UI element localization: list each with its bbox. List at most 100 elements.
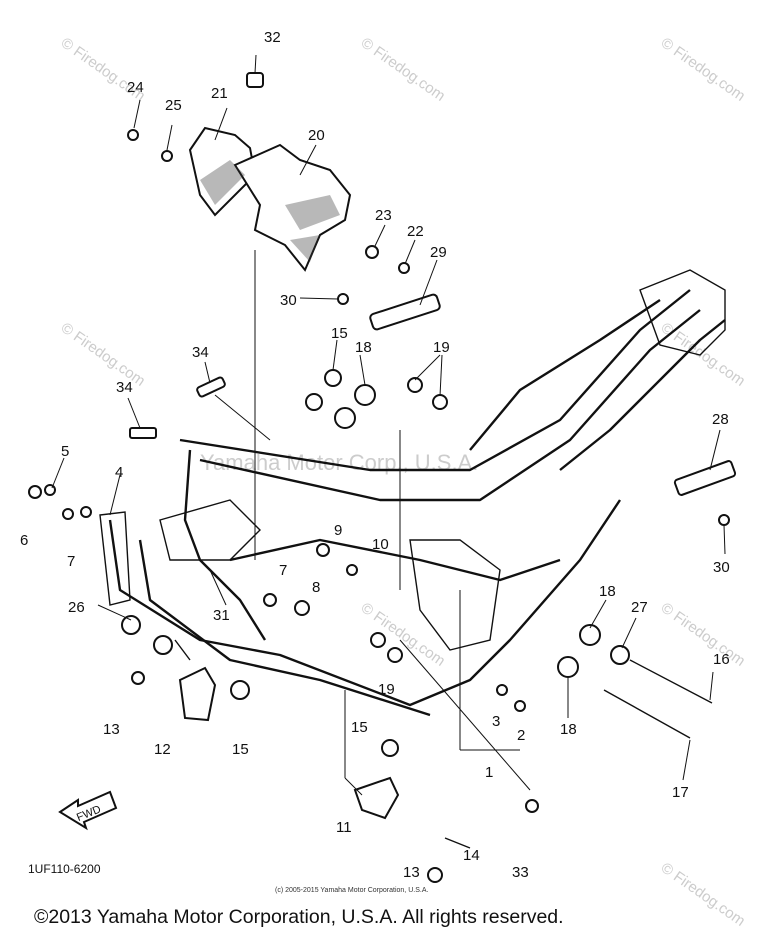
watermark: © Firedog.com: [658, 319, 749, 389]
damper-26b: [153, 635, 173, 655]
bolt-16: [629, 659, 713, 704]
frame-top-rail-inner: [199, 309, 701, 502]
frame-center-block: [409, 539, 501, 651]
callout: 15: [331, 325, 348, 342]
callout: 12: [154, 741, 171, 758]
main-frame: [99, 269, 726, 717]
frame-gusset: [159, 499, 261, 561]
callout: 23: [375, 207, 392, 224]
leader: [127, 397, 141, 429]
damper-15: [324, 369, 342, 387]
washer-7b: [80, 506, 92, 518]
leader: [97, 604, 132, 621]
watermark: © Firedog.com: [358, 599, 449, 669]
bolt-30-top: [337, 293, 349, 305]
damper-15b: [305, 393, 323, 411]
frame-front-bracket: [99, 511, 131, 606]
collar-7: [263, 593, 277, 607]
bracket-29: [369, 293, 441, 331]
leader: [209, 569, 227, 606]
leader: [109, 474, 121, 516]
bolt-13b: [427, 867, 443, 883]
leader: [204, 361, 211, 384]
damper-19d: [387, 647, 403, 663]
callout: 4: [115, 464, 123, 481]
washer-7a: [62, 508, 74, 520]
bracket-20: [233, 143, 352, 272]
leader: [414, 354, 441, 381]
callout: 24: [127, 79, 144, 96]
leader: [166, 124, 173, 151]
collar-27: [610, 645, 630, 665]
nut-23: [365, 245, 379, 259]
mesh-right: [285, 195, 340, 230]
callout: 21: [211, 85, 228, 102]
leader: [359, 354, 366, 386]
bolt-24: [127, 129, 139, 141]
damper-18c: [579, 624, 601, 646]
frame-top-rail: [179, 289, 691, 472]
callout: 1: [485, 764, 493, 781]
callout: 28: [712, 411, 729, 428]
watermark-center: Yamaha Motor Corp., U.S.A.: [200, 450, 478, 475]
callout-labels: 1 2 3 4 5 6 7 7 8 9 10 11 12 13 13 14 15…: [20, 29, 730, 881]
leader: [709, 671, 714, 701]
bracket-28: [673, 460, 737, 496]
grommet-32: [246, 72, 264, 88]
callout: 15: [232, 741, 249, 758]
callout: 13: [403, 864, 420, 881]
leader: [682, 739, 691, 781]
damper-18b: [334, 407, 356, 429]
callout: 18: [560, 721, 577, 738]
bracket-12: [178, 666, 217, 722]
callout: 19: [378, 681, 395, 698]
frame-down-rail: [108, 499, 621, 707]
mesh-left: [200, 160, 245, 205]
callout: 33: [512, 864, 529, 881]
bolt-5: [44, 484, 56, 496]
callout: 16: [713, 651, 730, 668]
leader: [419, 259, 438, 306]
damper-18: [354, 384, 376, 406]
bolt-2: [514, 700, 526, 712]
bolt-6: [28, 485, 42, 499]
callout: 20: [308, 127, 325, 144]
callout: 13: [103, 721, 120, 738]
leader: [254, 54, 257, 74]
frame-rear-loop: [639, 269, 726, 356]
bolt-17: [603, 689, 691, 739]
washer-25: [161, 150, 173, 162]
leader-lines: [51, 54, 726, 796]
frame-cross-member: [229, 538, 561, 582]
small-copyright: (c) 2005-2015 Yamaha Motor Corporation, …: [275, 887, 429, 894]
damper-18d: [557, 656, 579, 678]
watermark: © Firedog.com: [658, 859, 749, 929]
callout: 17: [672, 784, 689, 801]
mesh-lower: [290, 235, 320, 262]
watermark: © Firedog.com: [658, 599, 749, 669]
callout: 34: [116, 379, 133, 396]
bolt-13: [131, 671, 145, 685]
damper-19b: [432, 394, 448, 410]
bolt-33: [525, 799, 539, 813]
watermark-layer: © Firedog.com © Firedog.com © Firedog.co…: [58, 34, 749, 929]
callout: 7: [67, 553, 75, 570]
callout: 25: [165, 97, 182, 114]
leader: [214, 107, 228, 141]
callout: 18: [355, 339, 372, 356]
leader: [51, 457, 65, 489]
leader: [621, 617, 637, 649]
callout: 15: [351, 719, 368, 736]
callout: 10: [372, 536, 389, 553]
leader: [133, 99, 141, 129]
nut-8: [294, 600, 310, 616]
leader: [404, 239, 416, 265]
damper-19: [407, 377, 423, 393]
callout: 3: [492, 713, 500, 730]
callout: 14: [463, 847, 480, 864]
callout: 30: [713, 559, 730, 576]
leader: [709, 429, 721, 471]
callout: 9: [334, 522, 342, 539]
